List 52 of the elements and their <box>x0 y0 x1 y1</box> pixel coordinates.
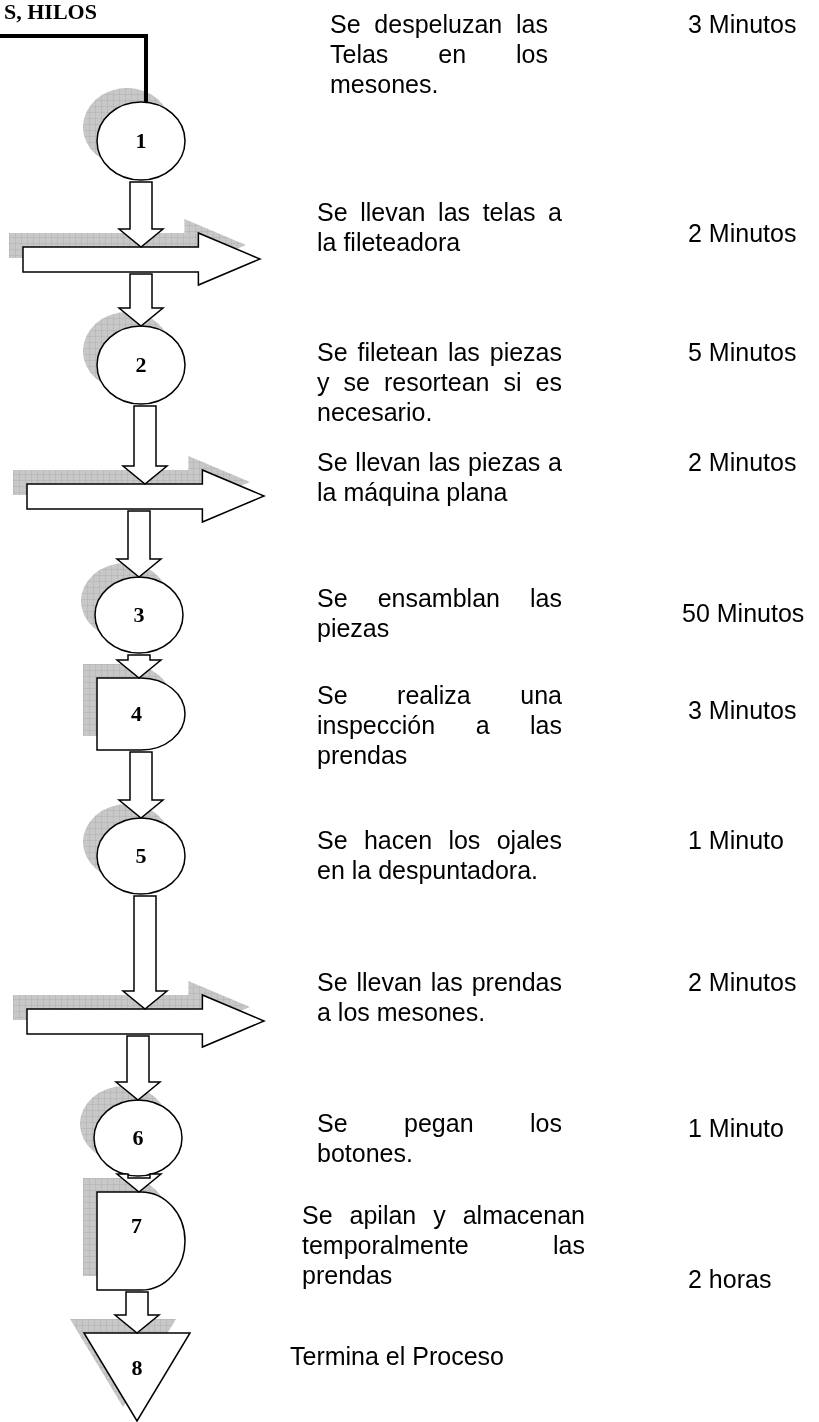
step-number: 1 <box>134 128 148 154</box>
duration-label: 3 Minutos <box>688 695 797 725</box>
block-arrow <box>112 1291 162 1334</box>
duration-label: 2 horas <box>688 1264 772 1294</box>
duration-label: 3 Minutos <box>688 9 797 39</box>
duration-label: 2 Minutos <box>688 967 797 997</box>
block-arrow <box>116 751 166 819</box>
step-description: Se llevan las piezas a la máquina plana <box>317 447 562 507</box>
block-arrow <box>113 1035 163 1101</box>
step-description: Se llevan las telas a la fileteadora <box>317 197 562 257</box>
duration-label: 2 Minutos <box>688 447 797 477</box>
duration-label: 5 Minutos <box>688 337 797 367</box>
duration-label: 50 Minutos <box>682 598 805 628</box>
step-number: 7 <box>130 1213 144 1240</box>
transport-symbol <box>27 470 264 522</box>
step-description: Se filetean las piezas y se resortean si es necesario. <box>317 337 562 427</box>
step-description: Termina el Proceso <box>290 1341 504 1371</box>
step-description: Se pegan los botones. <box>317 1108 562 1168</box>
block-arrow <box>114 654 164 679</box>
delay-symbol <box>97 1192 185 1290</box>
step-description: Se despeluzan las Telas en los mesones. <box>330 9 548 99</box>
operation-circle <box>97 818 185 894</box>
block-arrow <box>120 405 170 485</box>
step-description: Se ensamblan las piezas <box>317 583 562 643</box>
duration-label: 2 Minutos <box>688 218 797 248</box>
transport-symbol <box>27 995 264 1047</box>
duration-label: 1 Minuto <box>688 1113 784 1143</box>
step-description: Se hacen los ojales en la despuntadora. <box>317 825 562 885</box>
operation-circle <box>95 577 183 653</box>
step-description: Se realiza una inspección a las prendas <box>317 680 562 770</box>
operation-circle <box>94 1100 182 1176</box>
step-description: Se apilan y almacenan temporalmente las prendas <box>302 1200 585 1290</box>
block-arrow <box>114 510 164 578</box>
step-number: 4 <box>130 701 144 727</box>
block-arrow <box>120 895 170 1010</box>
step-number: 6 <box>131 1125 145 1151</box>
block-arrow <box>116 181 166 248</box>
delay-symbol <box>97 678 185 750</box>
operation-circle <box>97 326 185 404</box>
step-number: 5 <box>134 843 148 869</box>
step-number: 8 <box>130 1355 144 1382</box>
block-arrow <box>114 1173 164 1193</box>
step-description: Se llevan las prendas a los mesones. <box>317 967 562 1027</box>
step-number: 3 <box>132 602 146 628</box>
duration-label: 1 Minuto <box>688 825 784 855</box>
title-fragment: S, HILOS <box>4 0 97 24</box>
operation-circle <box>97 102 185 180</box>
storage-triangle <box>84 1333 190 1421</box>
step-number: 2 <box>134 352 148 378</box>
transport-symbol <box>23 233 260 285</box>
connector-line <box>0 34 148 102</box>
block-arrow <box>116 273 166 327</box>
